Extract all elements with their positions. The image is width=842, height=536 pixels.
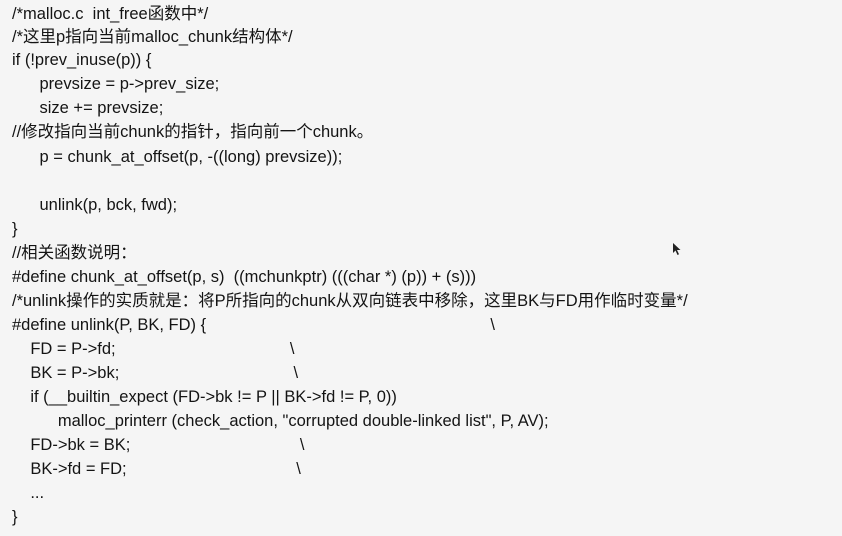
- code-line-13: /*unlink操作的实质就是：将P所指向的chunk从双向链表中移除，这里BK…: [12, 292, 688, 310]
- code-line-14: #define unlink(P, BK, FD) { \: [12, 316, 495, 334]
- code-line-21: ...: [12, 484, 45, 502]
- code-line-15: FD = P->fd; \: [12, 340, 295, 358]
- code-line-12: #define chunk_at_offset(p, s) ((mchunkpt…: [12, 268, 477, 286]
- code-line-2: /*这里p指向当前malloc_chunk结构体*/: [12, 28, 293, 46]
- code-line-3: if (!prev_inuse(p)) {: [12, 51, 152, 69]
- code-line-10: }: [12, 220, 18, 238]
- code-line-6: //修改指向当前chunk的指针，指向前一个chunk。: [12, 123, 374, 141]
- code-line-22: }: [12, 508, 18, 526]
- code-line-19: FD->bk = BK; \: [12, 436, 305, 454]
- code-line-20: BK->fd = FD; \: [12, 460, 301, 478]
- mouse-pointer-icon: [673, 243, 681, 255]
- code-line-7: p = chunk_at_offset(p, -((long) prevsize…: [12, 148, 343, 166]
- code-line-5: size += prevsize;: [12, 99, 164, 117]
- code-line-17: if (__builtin_expect (FD->bk != P || BK-…: [12, 388, 397, 406]
- code-line-1: /*malloc.c int_free函数中*/: [12, 5, 209, 23]
- code-line-18: malloc_printerr (check_action, "corrupte…: [12, 412, 549, 430]
- code-line-16: BK = P->bk; \: [12, 364, 299, 382]
- code-line-4: prevsize = p->prev_size;: [12, 75, 220, 93]
- code-line-11: //相关函数说明：: [12, 244, 137, 262]
- code-line-9: unlink(p, bck, fwd);: [12, 196, 178, 214]
